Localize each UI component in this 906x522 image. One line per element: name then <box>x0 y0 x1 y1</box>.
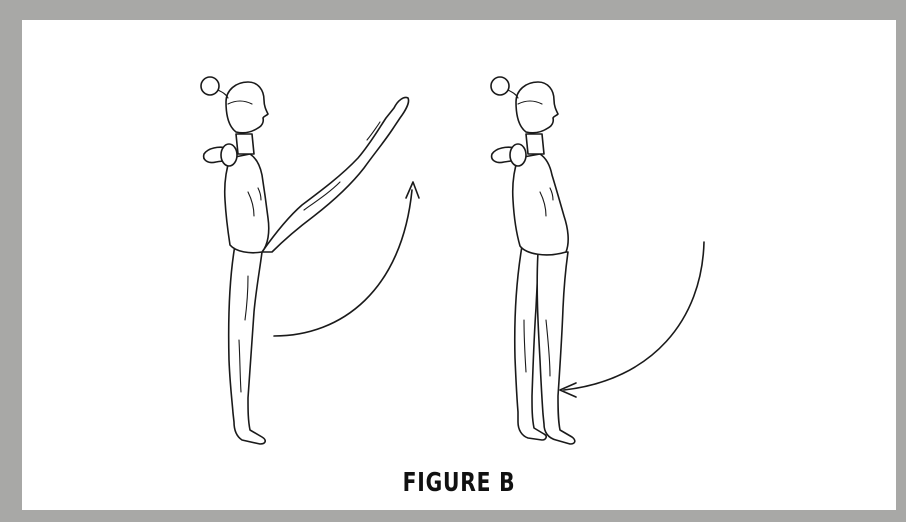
figure-caption: FIGURE B <box>118 468 800 498</box>
raised-leg <box>262 97 409 252</box>
torso <box>513 154 568 255</box>
curved-arrow-down-icon <box>560 242 704 397</box>
curved-arrow-up-icon <box>274 182 419 336</box>
head <box>516 82 558 133</box>
standing-leg <box>229 245 266 444</box>
front-leg <box>537 252 575 444</box>
figure-panel: FIGURE B <box>22 20 896 510</box>
gymnast-leg-raised <box>201 77 409 444</box>
gymnast-illustration <box>22 20 896 510</box>
hair-bun <box>201 77 219 95</box>
torso <box>225 154 269 253</box>
head <box>226 82 268 133</box>
hair-bun <box>491 77 509 95</box>
